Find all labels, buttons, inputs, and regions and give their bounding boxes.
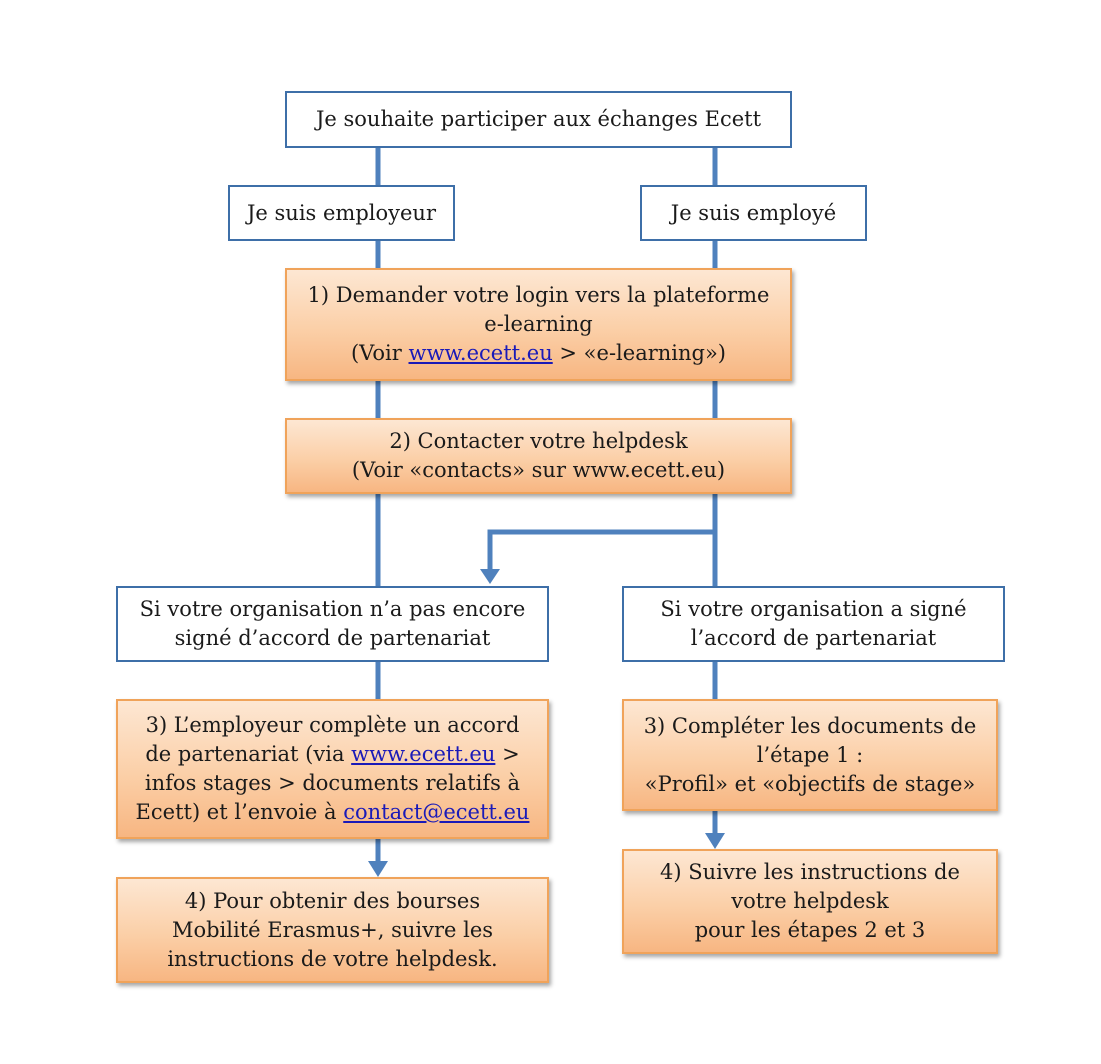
arrowhead-right-step4 <box>705 833 725 849</box>
start-box: Je souhaite participer aux échanges Ecet… <box>285 91 792 148</box>
step1-line2: e-learning <box>484 312 593 336</box>
step4-right-line3: pour les étapes 2 et 3 <box>694 918 926 942</box>
no-agreement-line1: Si votre organisation n’a pas encore <box>139 597 526 621</box>
step3-right-box: 3) Compléter les documents de l’étape 1 … <box>622 699 998 811</box>
step3-left-line2: de partenariat (via www.ecett.eu > <box>145 740 519 769</box>
step4-left-line2: Mobilité Erasmus+, suivre les <box>171 917 494 942</box>
employee-box: Je suis employé <box>640 185 867 241</box>
step3-left-line2-prefix: de partenariat (via <box>145 742 352 766</box>
step1-line3-suffix: > «e-learning») <box>552 341 727 365</box>
step3-left-line1: 3) L’employeur complète un accord <box>145 713 520 737</box>
step3-left-line4-prefix: Ecett) et l’envoie à <box>135 800 344 824</box>
agreement-box: Si votre organisation a signé l’accord d… <box>622 586 1005 662</box>
employer-box: Je suis employeur <box>228 185 455 241</box>
step4-right-box: 4) Suivre les instructions de votre help… <box>622 849 998 954</box>
step3-right-line3: «Profil» et «objectifs de stage» <box>644 771 976 796</box>
ecett-link-step3[interactable]: www.ecett.eu <box>351 742 496 766</box>
employee-text: Je suis employé <box>670 200 837 225</box>
step4-left-line1: 4) Pour obtenir des bourses <box>184 888 481 913</box>
step1-line3: (Voir www.ecett.eu > «e-learning») <box>351 339 726 368</box>
start-text: Je souhaite participer aux échanges Ecet… <box>315 107 762 131</box>
no-agreement-box: Si votre organisation n’a pas encore sig… <box>116 586 549 662</box>
step3-left-line2-suffix: > <box>495 742 520 766</box>
no-agreement-line2: signé d’accord de partenariat <box>174 626 491 650</box>
step3-left-line3: infos stages > documents relatifs à <box>144 771 521 795</box>
step2-line2: (Voir «contacts» sur www.ecett.eu) <box>351 458 726 482</box>
ecett-link-step1[interactable]: www.ecett.eu <box>408 341 553 365</box>
step4-left-line3: instructions de votre helpdesk. <box>167 946 498 971</box>
step1-line3-prefix: (Voir <box>350 341 409 365</box>
arrowhead-left-step4 <box>368 861 388 877</box>
agreement-line1: Si votre organisation a signé <box>660 597 967 621</box>
arrowhead-branch <box>480 569 500 584</box>
step4-right-line2: votre helpdesk <box>731 889 889 913</box>
step3-right-line2: l’étape 1 : <box>756 742 864 767</box>
step4-left-box: 4) Pour obtenir des bourses Mobilité Era… <box>116 877 549 983</box>
employer-text: Je suis employeur <box>247 200 436 225</box>
agreement-line2: l’accord de partenariat <box>690 626 937 650</box>
connector-branch-to-no-agreement <box>487 529 715 572</box>
contact-email-link[interactable]: contact@ecett.eu <box>343 800 530 824</box>
step1-box: 1) Demander votre login vers la platefor… <box>285 268 792 381</box>
step1-line1: 1) Demander votre login vers la platefor… <box>307 283 770 307</box>
step4-right-line1: 4) Suivre les instructions de <box>660 860 960 884</box>
step3-right-line1: 3) Compléter les documents de <box>643 713 977 738</box>
step2-line1: 2) Contacter votre helpdesk <box>389 429 688 453</box>
step3-left-line4: Ecett) et l’envoie à contact@ecett.eu <box>136 798 530 827</box>
step3-left-box: 3) L’employeur complète un accord de par… <box>116 699 549 839</box>
step2-box: 2) Contacter votre helpdesk (Voir «conta… <box>285 418 792 494</box>
